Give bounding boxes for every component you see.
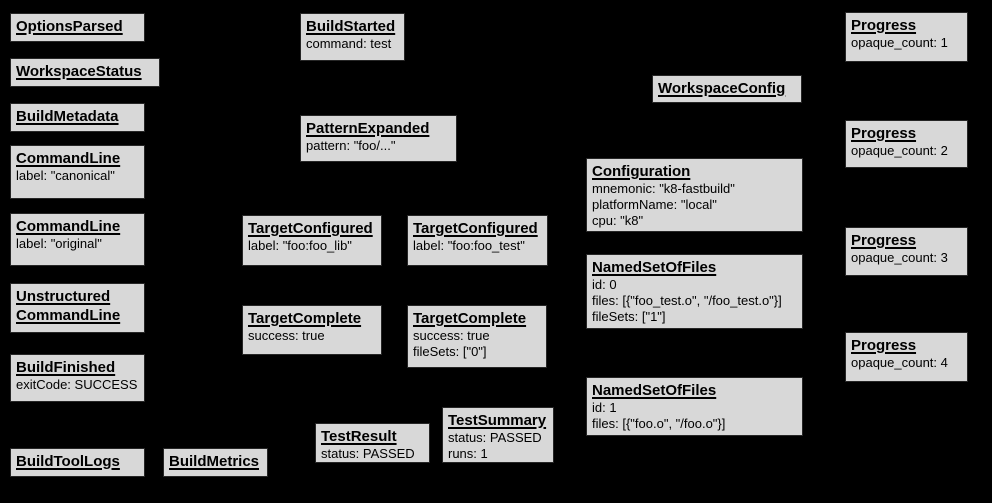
node-field: opaque_count: 4	[851, 355, 948, 371]
node-unstructured-command-line: Unstructured CommandLine	[10, 283, 145, 333]
node-command-line-canonical: CommandLine label: "canonical"	[10, 145, 145, 199]
node-title: TargetComplete	[248, 310, 362, 327]
node-title: TestResult	[321, 428, 397, 445]
node-field: opaque_count: 1	[851, 35, 948, 51]
node-named-set-of-files-1: NamedSetOfFiles id: 1 files: [{"foo.o", …	[586, 377, 803, 436]
node-title: WorkspaceConfig	[658, 80, 786, 97]
node-workspace-status: WorkspaceStatus	[10, 58, 160, 87]
node-command-line-original: CommandLine label: "original"	[10, 213, 145, 266]
node-field: pattern: "foo/..."	[306, 138, 396, 154]
node-field: exitCode: SUCCESS	[16, 377, 138, 393]
node-test-result: TestResult status: PASSED	[315, 423, 430, 463]
node-field: fileSets: ["1"]	[592, 308, 666, 324]
node-title: CommandLine	[16, 218, 121, 235]
node-title: PatternExpanded	[306, 120, 430, 137]
node-title: TargetConfigured	[413, 220, 538, 237]
node-field: files: [{"foo.o", "/foo.o"}]	[592, 415, 726, 431]
node-field: mnemonic: "k8-fastbuild"	[592, 181, 735, 197]
node-field: label: "foo:foo_lib"	[248, 238, 352, 254]
node-field: label: "original"	[16, 236, 102, 252]
node-title: BuildMetadata	[16, 108, 119, 125]
node-workspace-config: WorkspaceConfig	[652, 75, 802, 103]
node-title: TargetComplete	[413, 310, 527, 327]
node-field: command: test	[306, 36, 392, 52]
node-title: WorkspaceStatus	[16, 63, 142, 80]
node-field: label: "canonical"	[16, 168, 115, 184]
node-title: BuildMetrics	[169, 453, 260, 470]
node-field: status: PASSED	[448, 430, 542, 446]
node-build-finished: BuildFinished exitCode: SUCCESS	[10, 354, 145, 402]
node-target-complete-foo-lib: TargetComplete success: true	[242, 305, 382, 355]
node-title: CommandLine	[16, 150, 121, 167]
node-build-tool-logs: BuildToolLogs	[10, 448, 145, 477]
node-title: Unstructured CommandLine	[16, 288, 121, 325]
node-field: cpu: "k8"	[592, 212, 644, 228]
node-field: opaque_count: 2	[851, 143, 948, 159]
node-title: Configuration	[592, 163, 691, 180]
node-field: id: 1	[592, 400, 617, 416]
node-title: Progress	[851, 232, 917, 249]
node-title: OptionsParsed	[16, 18, 123, 35]
node-progress-1: Progress opaque_count: 1	[845, 12, 968, 62]
node-title: NamedSetOfFiles	[592, 382, 717, 399]
node-title: Progress	[851, 337, 917, 354]
node-build-metrics: BuildMetrics	[163, 448, 268, 477]
node-target-configured-foo-lib: TargetConfigured label: "foo:foo_lib"	[242, 215, 382, 266]
node-title: NamedSetOfFiles	[592, 259, 717, 276]
node-progress-4: Progress opaque_count: 4	[845, 332, 968, 382]
node-progress-2: Progress opaque_count: 2	[845, 120, 968, 168]
node-title: BuildFinished	[16, 359, 116, 376]
node-field: opaque_count: 3	[851, 250, 948, 266]
node-target-configured-foo-test: TargetConfigured label: "foo:foo_test"	[407, 215, 548, 266]
node-title: Progress	[851, 125, 917, 142]
node-test-summary: TestSummary status: PASSED runs: 1	[442, 407, 554, 463]
node-title: BuildStarted	[306, 18, 396, 35]
node-field: runs: 1	[448, 445, 488, 461]
node-build-metadata: BuildMetadata	[10, 103, 145, 132]
node-field: status: PASSED	[321, 446, 415, 462]
node-progress-3: Progress opaque_count: 3	[845, 227, 968, 276]
node-title: BuildToolLogs	[16, 453, 120, 470]
node-field: fileSets: ["0"]	[413, 343, 487, 359]
node-named-set-of-files-0: NamedSetOfFiles id: 0 files: [{"foo_test…	[586, 254, 803, 329]
node-field: success: true	[248, 328, 325, 344]
node-field: label: "foo:foo_test"	[413, 238, 525, 254]
node-title: TargetConfigured	[248, 220, 373, 237]
node-build-started: BuildStarted command: test	[300, 13, 405, 61]
node-configuration: Configuration mnemonic: "k8-fastbuild" p…	[586, 158, 803, 232]
node-options-parsed: OptionsParsed	[10, 13, 145, 42]
node-field: files: [{"foo_test.o", "/foo_test.o"}]	[592, 292, 782, 308]
node-field: id: 0	[592, 277, 617, 293]
node-pattern-expanded: PatternExpanded pattern: "foo/..."	[300, 115, 457, 162]
node-field: success: true	[413, 328, 490, 344]
node-target-complete-foo-test: TargetComplete success: true fileSets: […	[407, 305, 547, 368]
node-title: TestSummary	[448, 412, 547, 429]
node-field: platformName: "local"	[592, 196, 717, 212]
node-title: Progress	[851, 17, 917, 34]
